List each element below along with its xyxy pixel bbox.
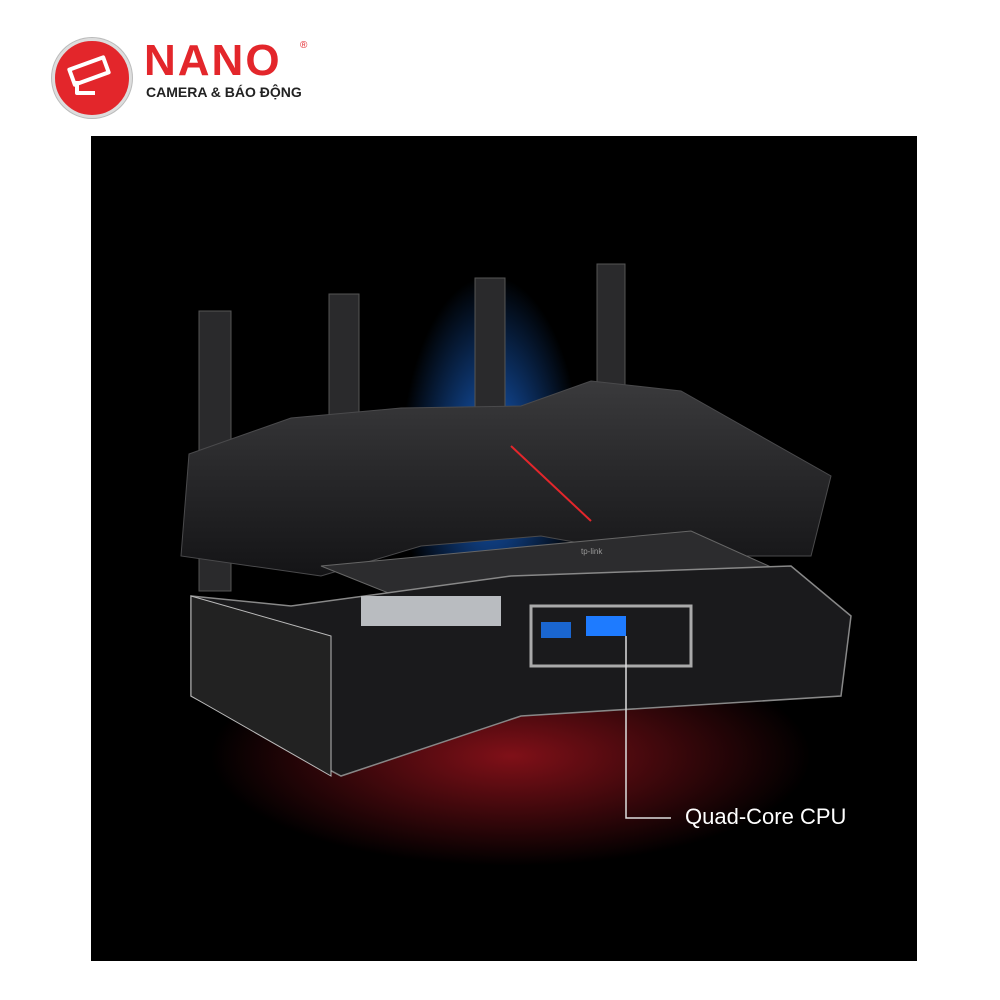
red-accent-line <box>510 445 592 522</box>
brand-name: NANO <box>144 36 282 85</box>
shield-plate <box>361 596 501 626</box>
cpu-chip <box>586 616 626 636</box>
callout-line <box>625 636 671 819</box>
brand-tagline: CAMERA & BÁO ĐỘNG <box>146 84 302 100</box>
tplink-chip-brand: tp-link <box>581 547 603 556</box>
nano-logo: NANO ® CAMERA & BÁO ĐỘNG <box>52 38 312 118</box>
memory-chip <box>541 622 571 638</box>
camera-icon <box>52 38 132 118</box>
registered-mark: ® <box>300 40 308 51</box>
router-exploded-illustration: tp-link <box>180 263 852 866</box>
chip-frame <box>529 604 693 668</box>
router-side-panel <box>190 595 332 777</box>
product-image: tp-link Quad-Core CPU <box>91 136 917 961</box>
cpu-callout-label: Quad-Core CPU <box>685 804 847 829</box>
